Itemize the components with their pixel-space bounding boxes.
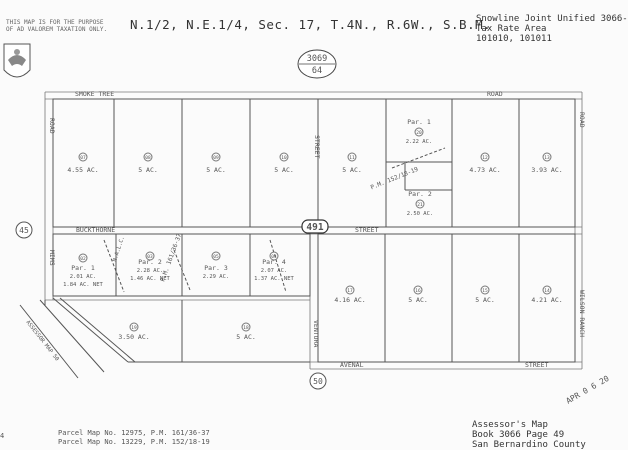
assessor-map-caption: Assessor's Map: [472, 420, 548, 430]
disclaimer-line-2: OF AD VALOREM TAXATION ONLY.: [6, 26, 108, 33]
svg-text:15: 15: [482, 288, 488, 294]
svg-text:19: 19: [131, 325, 137, 331]
svg-text:08: 08: [145, 155, 151, 161]
svg-text:2.07 AC.: 2.07 AC.: [261, 268, 288, 274]
svg-text:02: 02: [80, 256, 86, 262]
net-02: 1.84 AC. NET: [63, 282, 103, 288]
smoke-tree-label: SMOKE TREE: [75, 90, 114, 98]
county-seal-icon: [3, 43, 31, 78]
diagonal-lines: [19, 147, 446, 379]
svg-text:11: 11: [349, 155, 355, 161]
svg-text:5 AC.: 5 AC.: [342, 166, 362, 174]
svg-text:13: 13: [544, 155, 550, 161]
svg-text:4.55 AC.: 4.55 AC.: [67, 166, 98, 174]
svg-text:45: 45: [19, 226, 29, 235]
svg-text:4.21 AC.: 4.21 AC.: [531, 296, 562, 304]
pm-lower-label: P.M. 161/36-37: [159, 232, 183, 282]
map-drawing: 3069 64: [3, 43, 611, 406]
svg-text:09: 09: [213, 155, 219, 161]
svg-text:P.M. 152/18-19: P.M. 152/18-19: [370, 166, 420, 192]
tax-rate-line-2: Tax Rate Area: [476, 24, 547, 34]
svg-text:4.73 AC.: 4.73 AC.: [469, 166, 500, 174]
parcel-labels: 07 4.55 AC. 08 5 AC. 09 5 AC. 10 5 AC. 1…: [63, 152, 563, 341]
book-page-caption: Book 3066 Page 49: [472, 430, 565, 440]
svg-text:5 AC.: 5 AC.: [274, 166, 294, 174]
road-far-right-label: ROAD: [578, 112, 586, 128]
road-left-label: ROAD: [48, 118, 56, 134]
net-04: 1.37 AC. NET: [254, 276, 294, 282]
svg-text:2.22 AC.: 2.22 AC.: [406, 139, 433, 145]
svg-text:12: 12: [482, 155, 488, 161]
svg-text:05: 05: [213, 254, 219, 260]
svg-text:Par. 1: Par. 1: [407, 118, 431, 126]
svg-text:50: 50: [313, 377, 323, 386]
wilson-ranch-label: WILSON RANCH: [578, 290, 586, 337]
center-badge-marker: 491: [301, 219, 329, 234]
tax-rate-line-3: 101010, 101011: [476, 34, 552, 44]
svg-text:5 AC.: 5 AC.: [408, 296, 428, 304]
bottom-circle-marker: 50: [309, 372, 327, 390]
svg-text:04: 04: [271, 254, 277, 260]
svg-text:14: 14: [544, 288, 550, 294]
svg-text:Par. 3: Par. 3: [204, 264, 228, 272]
county-caption: San Bernardino County: [472, 440, 586, 450]
svg-text:2.50 AC.: 2.50 AC.: [407, 211, 434, 217]
svg-text:2.29 AC.: 2.29 AC.: [203, 274, 230, 280]
svg-text:Par. 4: Par. 4: [262, 258, 286, 266]
svg-text:Par. 2: Par. 2: [138, 258, 162, 266]
svg-text:2.28 AC.: 2.28 AC.: [137, 268, 164, 274]
assessor-map: THIS MAP IS FOR THE PURPOSE OF AD VALORE…: [0, 14, 628, 450]
avenal-street-label: STREET: [525, 361, 549, 369]
net-03: 1.46 AC. NET: [130, 276, 170, 282]
road-top-right-label: ROAD: [487, 90, 503, 98]
edge-number: 4: [0, 432, 5, 440]
svg-text:5 AC.: 5 AC.: [206, 166, 226, 174]
svg-text:16: 16: [415, 288, 421, 294]
tax-rate-line-1: Snowline Joint Unified 3066-: [476, 14, 628, 24]
svg-text:17: 17: [347, 288, 353, 294]
svg-text:5 AC.: 5 AC.: [236, 333, 256, 341]
svg-text:5 AC.: 5 AC.: [475, 296, 495, 304]
svg-text:4.16 AC.: 4.16 AC.: [334, 296, 365, 304]
buckthorne-label: BUCKTHORNE: [76, 226, 115, 234]
svg-text:3.93 AC.: 3.93 AC.: [531, 166, 562, 174]
right-split-parcels: Par. 1 20 2.22 AC. Par. 2 21 2.50 AC. P.…: [370, 118, 434, 217]
parcel-map-line-2: Parcel Map No. 13229, P.M. 152/18-19: [58, 438, 210, 446]
svg-text:18: 18: [243, 325, 249, 331]
svg-text:Par. 1: Par. 1: [71, 264, 95, 272]
svg-text:3.50 AC.: 3.50 AC.: [118, 333, 149, 341]
book-number: 3069: [307, 54, 327, 64]
svg-text:Par. 2: Par. 2: [408, 190, 432, 198]
book-page-oval: 3069 64: [297, 49, 337, 79]
assessor-note-label: ASSESSOR MAP 50: [24, 320, 59, 363]
parcel-map-line-1: Parcel Map No. 12975, P.M. 161/36-37: [58, 429, 210, 437]
svg-text:21: 21: [417, 202, 423, 208]
mims-label: MIMS: [48, 250, 56, 266]
lot-label: N.A.L.C.: [112, 236, 126, 263]
date-stamp: APR 0 6 20: [565, 374, 611, 406]
svg-text:07: 07: [80, 155, 86, 161]
street-vertical-label: STREET: [313, 135, 321, 159]
ventura-label: VENTURA: [312, 320, 320, 347]
avenal-label: AVENAL: [340, 361, 364, 369]
svg-text:20: 20: [416, 130, 422, 136]
map-title: N.1/2, N.E.1/4, Sec. 17, T.4N., R.6W., S…: [130, 17, 492, 32]
svg-text:10: 10: [281, 155, 287, 161]
page-number: 64: [312, 66, 322, 76]
svg-text:2.01 AC.: 2.01 AC.: [70, 274, 97, 280]
svg-text:5 AC.: 5 AC.: [138, 166, 158, 174]
left-circle-marker: 45: [15, 221, 33, 239]
disclaimer-line-1: THIS MAP IS FOR THE PURPOSE: [6, 19, 104, 26]
svg-text:03: 03: [147, 254, 153, 260]
svg-text:491: 491: [306, 222, 323, 233]
street-mid-label: STREET: [355, 226, 379, 234]
